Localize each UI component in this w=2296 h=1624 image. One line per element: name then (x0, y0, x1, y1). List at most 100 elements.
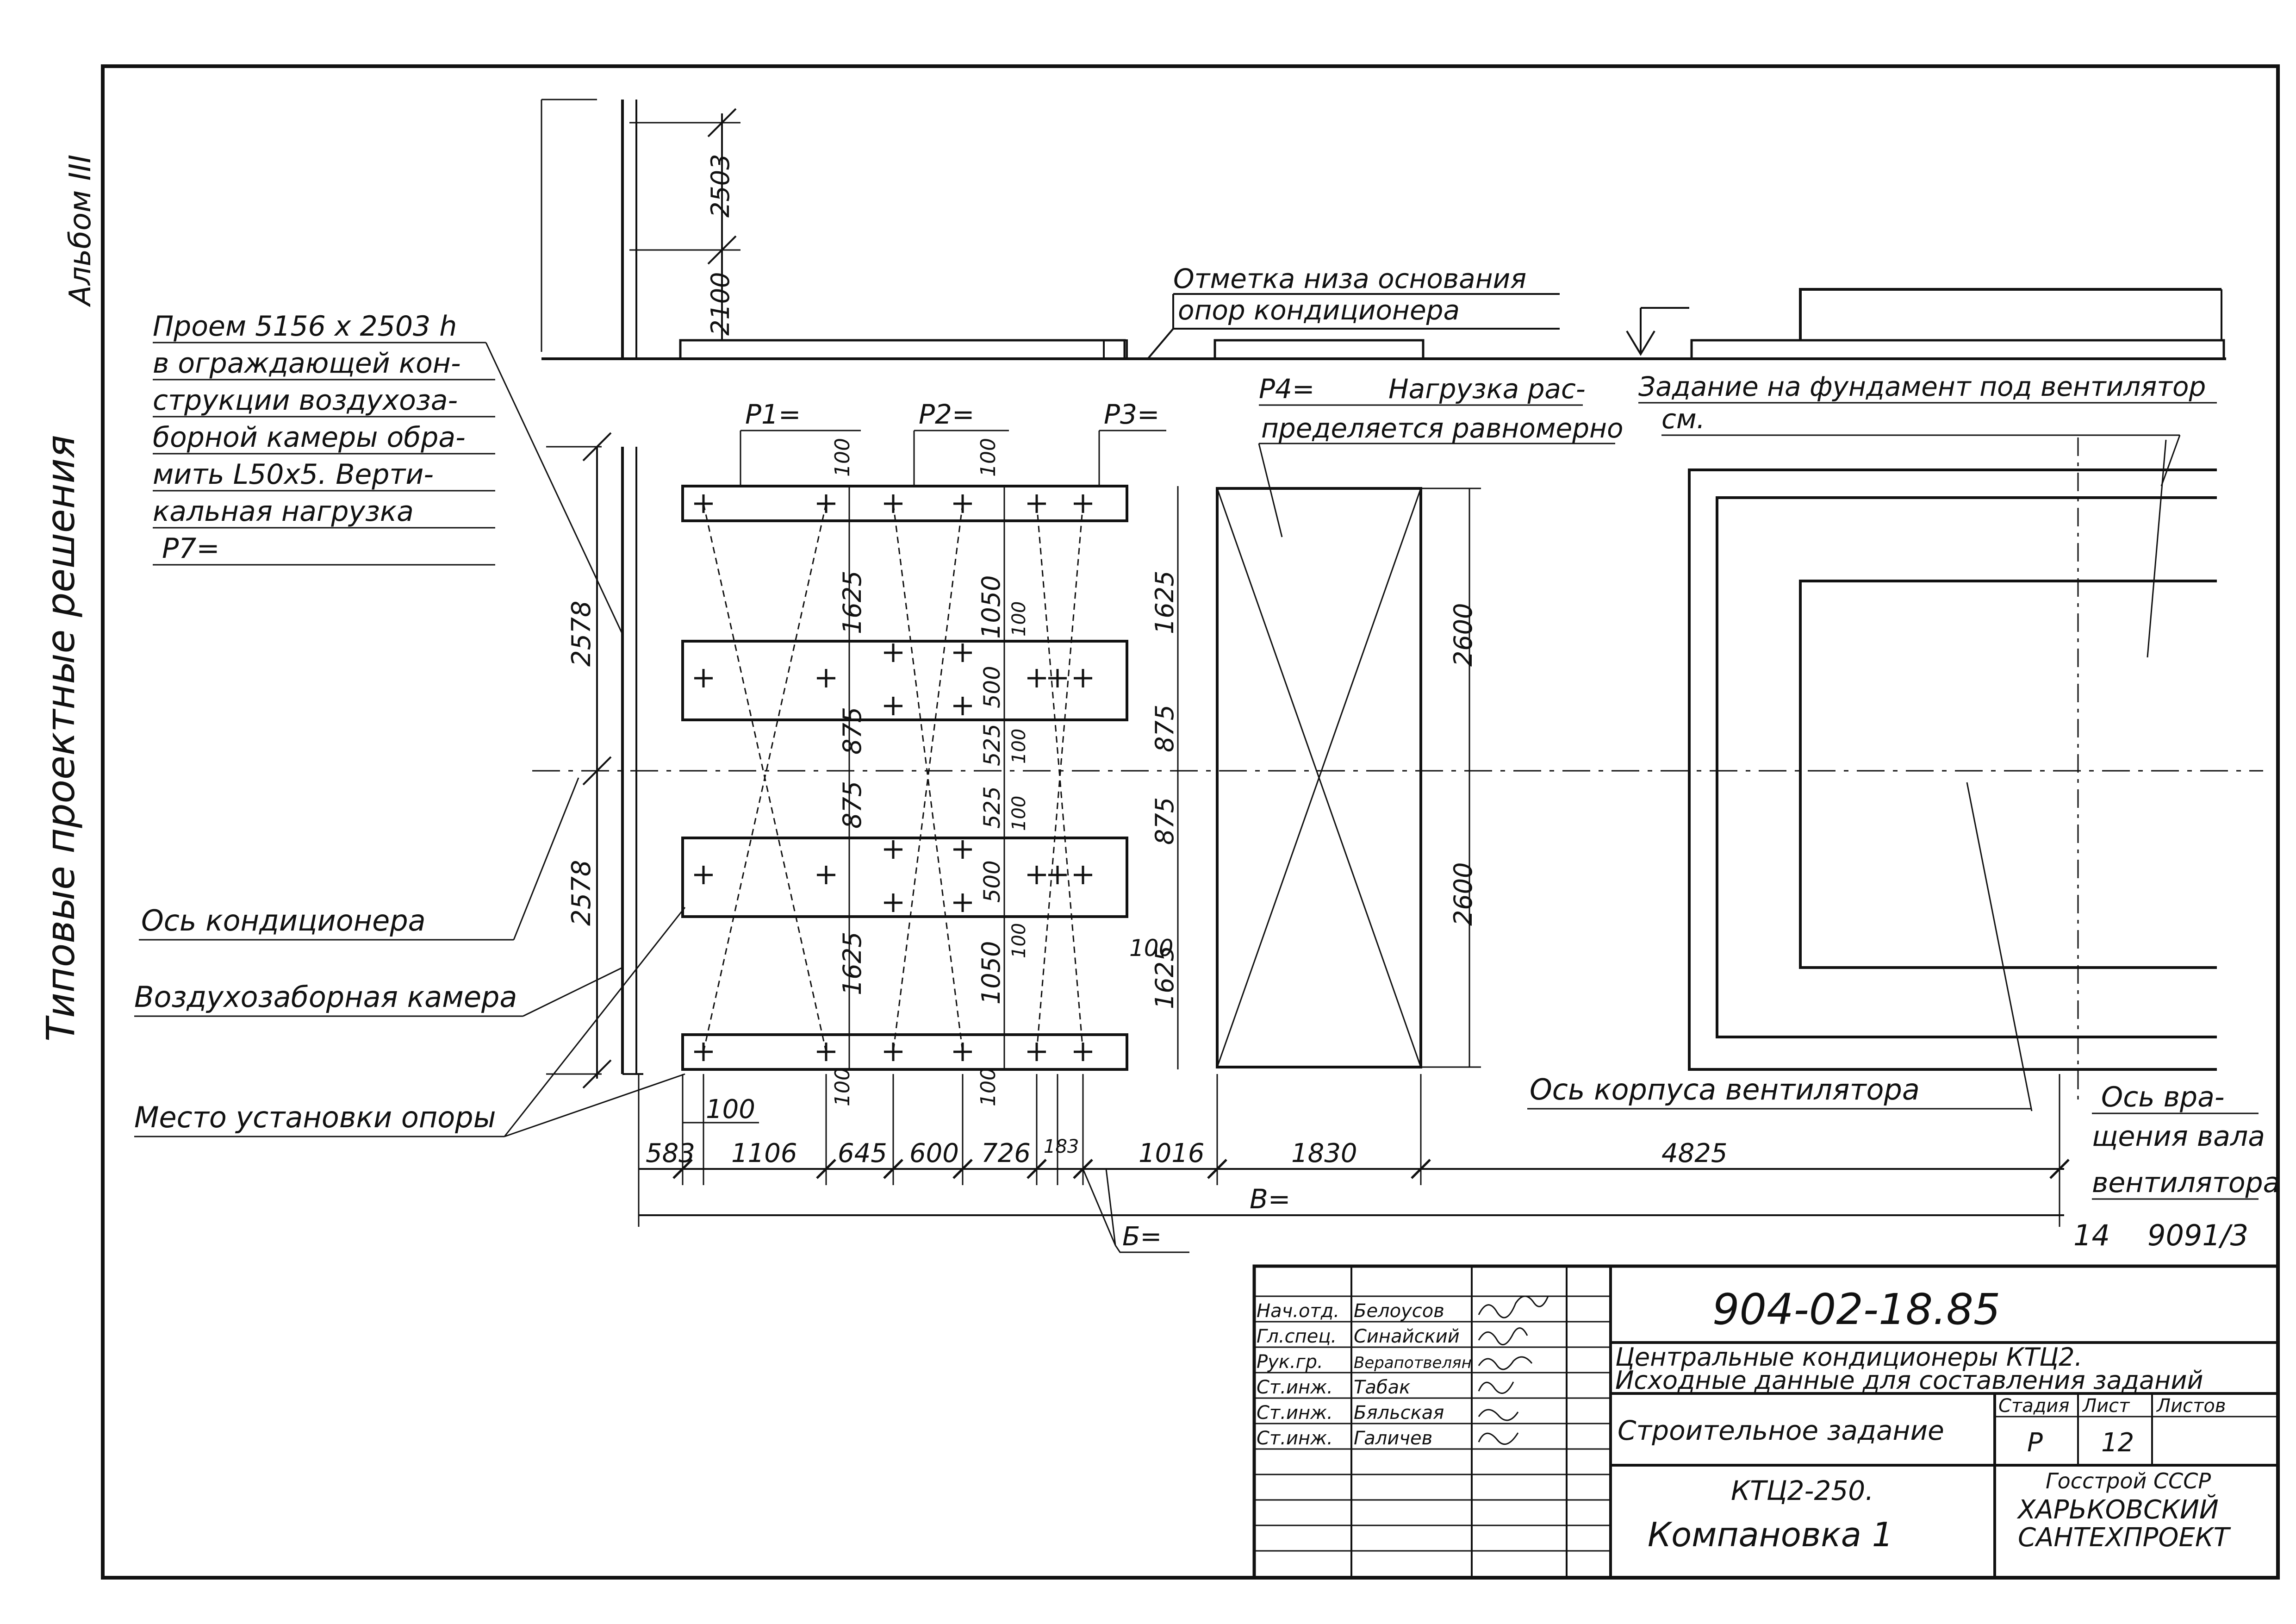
stamp-sheet-header: Лист (2082, 1395, 2130, 1417)
dim-100: 100 (1008, 601, 1030, 637)
dim-875: 875 (1150, 797, 1179, 845)
stamp-title-2: Исходные данные для составления заданий (1615, 1366, 2203, 1395)
stamp-title-1: Центральные кондиционеры КТЦ2. (1615, 1343, 2083, 1372)
stamp-role: Нач.отд. (1257, 1300, 1339, 1322)
dim-2503: 2503 (706, 154, 735, 218)
album-label: Альбом III (63, 155, 98, 307)
stamp-org-1: Госстрой СССР (2046, 1468, 2211, 1493)
dim-500: 500 (979, 860, 1005, 903)
series-label: Типовые проектные решения (38, 435, 83, 1042)
dim-bottom: 583 (646, 1138, 695, 1168)
support-beam (681, 837, 1128, 918)
dim-875: 875 (838, 781, 867, 829)
dim-bottom: 183 (1044, 1136, 1079, 1157)
dim-525: 525 (979, 724, 1005, 766)
plan-labels: Ось кондиционера Воздухозаборная камера … (134, 777, 686, 1137)
dim-100: 100 (1129, 935, 1173, 962)
stamp-name: Синайский (1354, 1326, 1460, 1347)
dim-b6: Б= (1122, 1222, 1162, 1252)
opening-note-line: борной камеры обра- (153, 421, 466, 454)
fan-axis-labels: Ось корпуса вентилятора Ось вра- щения в… (1527, 1073, 2280, 1200)
shaft-axis-line2: щения вала (2092, 1120, 2265, 1153)
stamp-role: Рук.гр. (1257, 1351, 1323, 1373)
support-place-label: Место установки опоры (134, 1100, 496, 1134)
fan-axis-label: Ось корпуса вентилятора (1530, 1073, 1920, 1106)
dim-2578-bottom: 2578 (566, 860, 597, 926)
support-beam (681, 485, 1128, 522)
stamp-name: Галичев (1354, 1428, 1432, 1449)
load-p4-note-2: пределяется равномерно (1261, 412, 1623, 444)
dim-100: 100 (1008, 796, 1030, 831)
load-p2: P2= (919, 399, 974, 430)
dim-875: 875 (838, 707, 867, 755)
intake-chamber-label: Воздухозаборная камера (134, 980, 517, 1014)
opening-note-line: кальная нагрузка (153, 495, 414, 528)
stamp-org-2: ХАРЬКОВСКИЙ (2016, 1495, 2219, 1525)
axis-conditioner-label: Ось кондиционера (141, 904, 426, 937)
opening-note-line: P7= (162, 532, 220, 565)
dim-1625: 1625 (838, 571, 867, 634)
dim-2578-top: 2578 (566, 600, 597, 667)
dim-875: 875 (1150, 705, 1179, 752)
dim-bottom: 1106 (731, 1138, 797, 1168)
dim-2600: 2600 (1449, 862, 1478, 926)
stamp-sheet: 12 (2101, 1428, 2134, 1458)
dim-bottom: 1016 (1139, 1138, 1205, 1168)
load-p3: P3= (1104, 399, 1159, 430)
shaft-axis-line1: Ось вра- (2101, 1081, 2225, 1113)
dim-bottom: 1830 (1291, 1138, 1357, 1168)
stamp-role: Ст.инж. (1257, 1402, 1333, 1424)
title-block: Нач.отд. Гл.спец. Рук.гр. Ст.инж. Ст.инж… (1252, 1264, 2280, 1580)
dim-bottom: 645 (838, 1138, 887, 1168)
dim-100: 100 (977, 1068, 1000, 1106)
plan-wall: 2578 2578 (546, 432, 643, 1089)
dim-525: 525 (979, 786, 1005, 829)
stamp-name: Белоусов (1354, 1300, 1444, 1322)
stamp-code: 904-02-18.85 (1712, 1285, 2000, 1334)
dim-1625: 1625 (838, 932, 867, 995)
support-beams (681, 485, 1179, 1071)
dim-bottom: 100 (706, 1094, 755, 1124)
section-view: 2503 2100 Отметка низа основания опор ко… (541, 99, 2226, 360)
stamp-stage-header: Стадия (1998, 1395, 2069, 1417)
load-labels: P1= P2= P3= P4= Нагрузка рас- пределяетс… (740, 373, 1623, 537)
dim-1625: 1625 (1150, 946, 1179, 1009)
dim-2600: 2600 (1449, 603, 1478, 667)
shaft-axis-line3: вентилятора (2092, 1167, 2280, 1199)
fan-foundation: Задание на фундамент под вентилятор см. (1638, 371, 2217, 1112)
stamp-org-3: САНТЕХПРОЕКТ (2018, 1523, 2231, 1553)
stamp-sheet-name: Строительное задание (1618, 1415, 1944, 1446)
opening-note: Проем 5156 х 2503 h в ограждающей кон- с… (153, 310, 623, 635)
dim-100: 100 (831, 1068, 854, 1106)
dim-500: 500 (979, 666, 1005, 708)
opening-note-line: мить L50х5. Верти- (153, 458, 434, 491)
support-beam (681, 640, 1128, 721)
stamp-role: Гл.спец. (1257, 1326, 1337, 1347)
dim-bottom: 726 (981, 1138, 1031, 1168)
opening-note-line: Проем 5156 х 2503 h (153, 310, 457, 343)
load-p4: P4= (1259, 373, 1314, 405)
sheet-frame (101, 64, 2280, 1580)
stamp-role: Ст.инж. (1257, 1377, 1333, 1398)
dim-100: 100 (831, 438, 854, 477)
dim-b: В= (1250, 1183, 1290, 1215)
opening-note-line: струкции воздухоза- (153, 384, 458, 417)
elevation-note-line1: Отметка низа основания (1173, 263, 1526, 294)
signatures (1478, 1295, 1549, 1445)
load-p1: P1= (745, 399, 801, 430)
dim-100: 100 (977, 438, 1000, 477)
page-number: 14 (2073, 1218, 2110, 1252)
stamp-layout: Компановка 1 (1648, 1515, 1893, 1554)
plan-dimensions: 100 100 1625 1050 100 1625 2600 500 875 … (831, 438, 1478, 1106)
fan-task-line1: Задание на фундамент под вентилятор (1638, 371, 2206, 402)
dim-1625: 1625 (1150, 571, 1179, 634)
load-p4-note-1: Нагрузка рас- (1388, 373, 1586, 405)
dim-100: 100 (1008, 729, 1030, 764)
dim-bottom: 600 (909, 1138, 959, 1168)
elevation-note-line2: опор кондиционера (1178, 294, 1460, 326)
stamp-role: Ст.инж. (1257, 1428, 1333, 1449)
bottom-dimensions: 100 583 1106 645 600 726 183 1016 1830 4… (638, 1074, 2070, 1253)
fan-base (1216, 487, 1481, 1068)
dim-bottom: 4825 (1661, 1138, 1728, 1168)
